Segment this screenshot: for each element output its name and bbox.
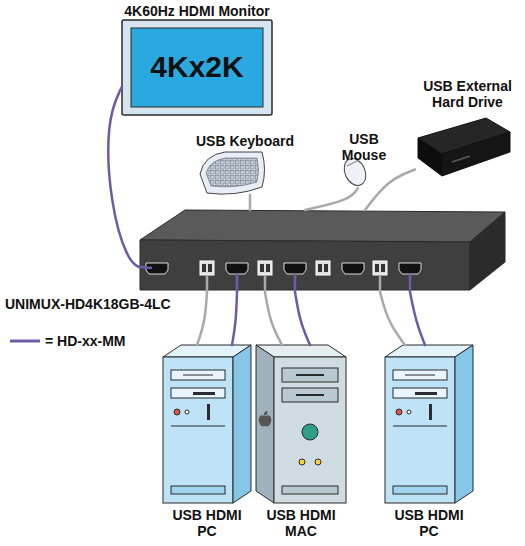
mac-tower <box>296 394 324 396</box>
mac-tower <box>256 345 346 503</box>
external-hard-drive: USB External Hard Drive <box>415 78 520 182</box>
hdmi-port <box>399 263 421 274</box>
mac-tower <box>282 368 338 382</box>
device-label: USB Mouse <box>336 131 392 163</box>
cable <box>365 170 415 210</box>
kvm-switch-illustration <box>140 240 470 290</box>
mac-tower <box>315 459 321 465</box>
cable <box>232 292 237 345</box>
keyboard-illustration <box>200 152 265 194</box>
kvm-switch-illustration <box>140 210 505 242</box>
mac-tower <box>282 388 338 402</box>
mac-tower <box>256 345 274 503</box>
cable-stub <box>140 267 152 268</box>
usb-keyboard: USB Keyboard <box>185 133 305 195</box>
device-label: USB Keyboard <box>185 133 305 149</box>
usb-port <box>200 261 214 275</box>
usb-port <box>258 261 272 275</box>
keyboard-illustration <box>206 158 259 187</box>
pc-computer: USB HDMI PC <box>163 345 251 503</box>
device-label: USB HDMI PC <box>168 507 246 539</box>
mac-tower <box>296 374 324 376</box>
cable <box>410 292 425 345</box>
hdmi-port <box>226 263 248 274</box>
mac-tower <box>282 486 338 494</box>
keyboard-illustration <box>200 152 265 194</box>
apple-logo <box>259 415 272 426</box>
kvm-switch: UNIMUX-HD4K18GB-4LC <box>140 210 505 292</box>
legend-line-sample <box>10 340 40 343</box>
usb-port <box>202 264 206 272</box>
hard-drive-illustration <box>418 118 510 176</box>
kvm-switch-illustration <box>140 210 505 290</box>
cable-stub <box>379 275 382 292</box>
pc-tower <box>163 345 251 503</box>
mac-tower <box>302 424 318 440</box>
cable <box>197 292 207 345</box>
mac-tower <box>299 459 305 465</box>
mac-computer: USB HDMI MAC <box>256 345 346 503</box>
apple-logo <box>263 410 268 416</box>
cable-stub <box>409 274 412 292</box>
cable-stub <box>264 275 267 292</box>
device-label: 4K60Hz HDMI Monitor <box>124 3 269 19</box>
cable-stub <box>236 274 239 292</box>
usb-port <box>324 264 328 272</box>
hdmi-port <box>342 263 364 274</box>
device-label: USB HDMI PC <box>390 507 468 539</box>
usb-port <box>318 264 322 272</box>
usb-port <box>208 264 212 272</box>
usb-port <box>316 261 330 275</box>
cable <box>305 188 358 210</box>
hard-drive-illustration <box>452 156 470 162</box>
pc-computer: USB HDMI PC <box>385 345 473 503</box>
usb-port <box>260 264 264 272</box>
usb-port <box>200 261 387 275</box>
usb-port <box>373 261 387 275</box>
cable <box>108 87 140 268</box>
pc-tower <box>385 345 473 503</box>
screen-text: 4Kx2K <box>122 20 272 115</box>
kvm-switch-illustration <box>470 212 505 290</box>
device-label: USB HDMI MAC <box>262 507 340 539</box>
cable-stub <box>206 275 209 292</box>
device-label: USB External Hard Drive <box>415 78 520 110</box>
cable <box>380 292 405 345</box>
cable <box>265 292 282 345</box>
cable-stub <box>294 274 297 292</box>
legend-label: = HD-xx-MM <box>45 333 126 349</box>
apple-logo <box>259 410 272 426</box>
usb-port <box>381 264 385 272</box>
cable <box>295 292 310 345</box>
monitor-illustration <box>122 20 272 115</box>
usb-mouse: USB Mouse <box>336 131 392 188</box>
cable <box>249 195 252 210</box>
cable-stub <box>140 267 410 292</box>
hard-drive-illustration <box>418 138 442 176</box>
hard-drive-illustration <box>442 132 510 176</box>
hdmi-port <box>284 263 306 274</box>
monitor-illustration <box>122 20 272 115</box>
model-label: UNIMUX-HD4K18GB-4LC <box>5 296 171 312</box>
mac-tower <box>274 357 346 503</box>
hdmi-monitor: 4K60Hz HDMI Monitor4Kx2K <box>122 20 272 115</box>
usb-port <box>266 264 270 272</box>
usb-port <box>375 264 379 272</box>
